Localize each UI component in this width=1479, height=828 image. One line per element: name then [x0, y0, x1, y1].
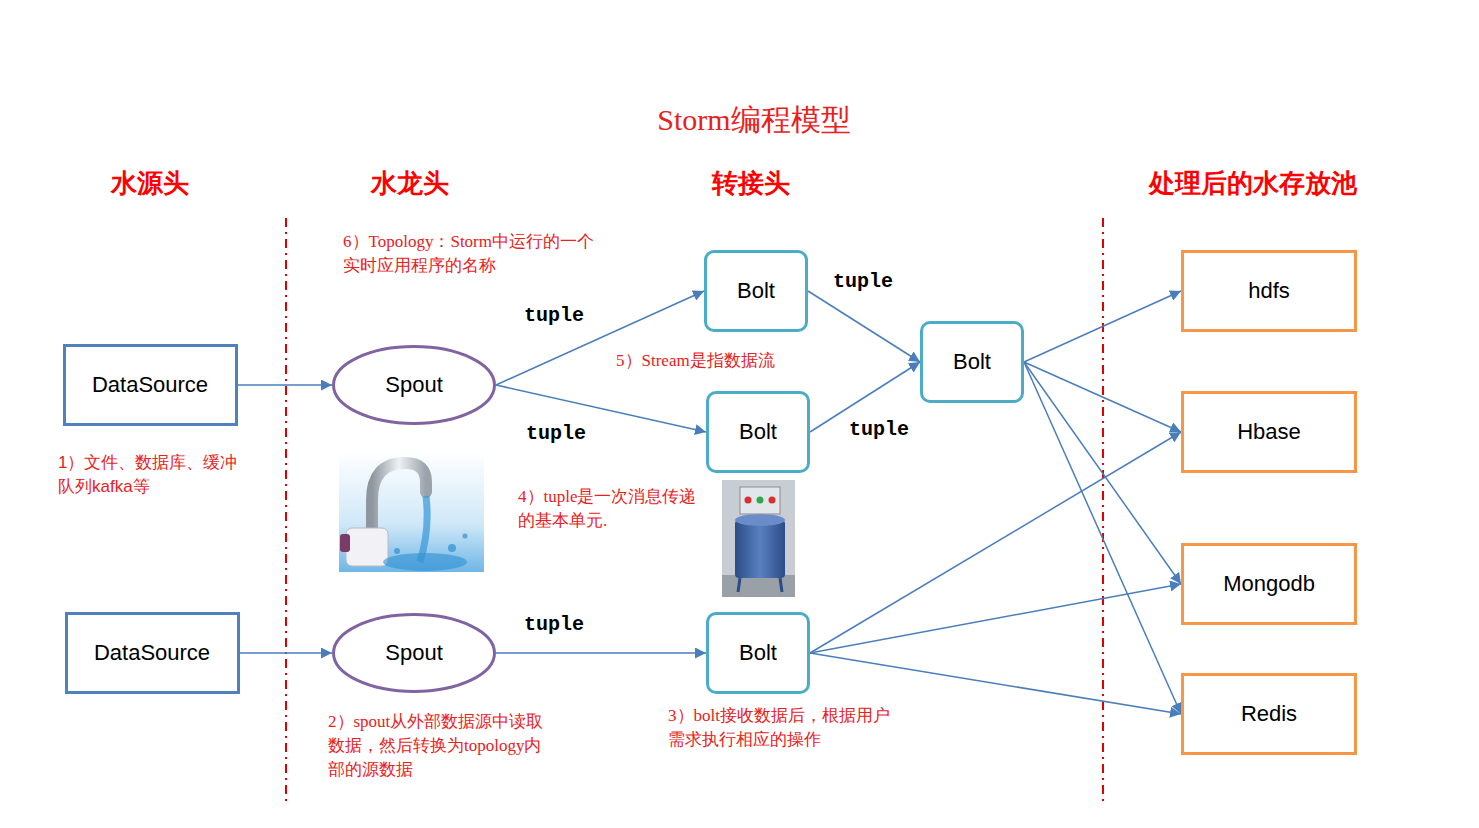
- annotation-note: 1）文件、数据库、缓冲队列kafka等: [58, 451, 243, 499]
- picture-ground: [339, 452, 484, 572]
- node-label: Bolt: [739, 640, 777, 666]
- edge-label: tuple: [522, 613, 586, 636]
- filter-machine-picture: [722, 480, 795, 597]
- node-text: Bolt: [737, 278, 775, 304]
- node-label: Spout: [385, 640, 443, 666]
- edge-label: tuple: [831, 270, 895, 293]
- node-text: Spout: [385, 640, 443, 666]
- node-label: Bolt: [737, 278, 775, 304]
- tank-top: [735, 514, 785, 526]
- annotation-note: 5）Stream是指数据流: [616, 349, 775, 373]
- node-text: Mongodb: [1223, 571, 1315, 597]
- picture-ground: [722, 480, 795, 597]
- storage-box: hdfs: [1181, 250, 1357, 332]
- node-label: hdfs: [1248, 278, 1290, 304]
- divider-line: [1102, 218, 1104, 805]
- node-text: Redis: [1241, 701, 1297, 727]
- flow-arrow: [810, 653, 1181, 714]
- control-box: [740, 487, 780, 514]
- node-label: Bolt: [739, 419, 777, 445]
- node-label: Redis: [1241, 701, 1297, 727]
- annotation-note: 4）tuple是一次消息传递的基本单元.: [518, 485, 698, 533]
- flow-arrow: [1024, 291, 1181, 362]
- faucet-handle: [340, 534, 350, 552]
- flow-arrow: [238, 384, 333, 386]
- flow-arrow: [496, 291, 704, 385]
- bolt-box: Bolt: [920, 321, 1024, 403]
- node-label: Bolt: [953, 349, 991, 375]
- datasource-box: DataSource: [63, 344, 238, 426]
- flow-arrow: [496, 652, 706, 654]
- node-text: Spout: [385, 372, 443, 398]
- datasource-box: DataSource: [65, 612, 240, 694]
- column-heading: 转接头: [712, 166, 790, 201]
- water-stream: [420, 496, 427, 562]
- annotation-note: 3）bolt接收数据后，根据用户需求执行相应的操作: [668, 704, 902, 752]
- faucet-body: [346, 528, 388, 566]
- ellipse-shape: [334, 615, 495, 692]
- bolt-box: Bolt: [706, 391, 810, 473]
- bolt-box: Bolt: [706, 612, 810, 694]
- flow-arrow: [1024, 362, 1181, 714]
- node-text: Bolt: [739, 419, 777, 445]
- node-text: Bolt: [953, 349, 991, 375]
- flow-arrow: [1024, 362, 1181, 584]
- bolt-box: Bolt: [704, 250, 808, 332]
- edge-label: tuple: [847, 418, 911, 441]
- water-drop: [463, 534, 468, 539]
- node-label: Hbase: [1237, 419, 1301, 445]
- divider-line: [285, 218, 287, 805]
- flow-arrow: [808, 291, 920, 362]
- node-text: DataSource: [94, 640, 210, 666]
- node-text: hdfs: [1248, 278, 1290, 304]
- faucet-picture: [339, 452, 484, 572]
- spout-ellipse: Spout: [332, 345, 496, 425]
- node-label: Mongodb: [1223, 571, 1315, 597]
- picture-floor: [722, 575, 795, 597]
- node-label: DataSource: [94, 640, 210, 666]
- column-heading: 处理后的水存放池: [1149, 166, 1357, 201]
- node-text: Hbase: [1237, 419, 1301, 445]
- flow-arrow: [810, 584, 1181, 653]
- indicator-light: [745, 497, 752, 504]
- spout-ellipse: Spout: [332, 613, 496, 693]
- annotation-note: 2）spout从外部数据源中读取数据，然后转换为topology内部的源数据: [328, 710, 558, 782]
- column-heading: 水源头: [111, 166, 189, 201]
- edge-label: tuple: [522, 304, 586, 327]
- indicator-light: [757, 497, 764, 504]
- water-splash: [383, 553, 467, 571]
- water-drop: [394, 548, 400, 554]
- flow-arrow: [810, 432, 1181, 653]
- edge-label: tuple: [524, 422, 588, 445]
- storage-box: Mongodb: [1181, 543, 1357, 625]
- ellipse-shape: [334, 347, 495, 424]
- node-label: Spout: [385, 372, 443, 398]
- storage-box: Hbase: [1181, 391, 1357, 473]
- node-text: DataSource: [92, 372, 208, 398]
- diagram-title: Storm编程模型: [657, 100, 850, 141]
- indicator-light: [769, 497, 776, 504]
- annotation-note: 6）Topology：Storm中运行的一个实时应用程序的名称: [343, 230, 598, 278]
- node-label: DataSource: [92, 372, 208, 398]
- flow-arrow: [240, 652, 333, 654]
- tank-body: [735, 520, 785, 578]
- flow-arrow: [1024, 362, 1181, 432]
- storage-box: Redis: [1181, 673, 1357, 755]
- tank-leg: [780, 578, 782, 592]
- tank-leg: [738, 578, 740, 592]
- column-heading: 水龙头: [371, 166, 449, 201]
- node-text: Bolt: [739, 640, 777, 666]
- water-drop: [448, 544, 456, 552]
